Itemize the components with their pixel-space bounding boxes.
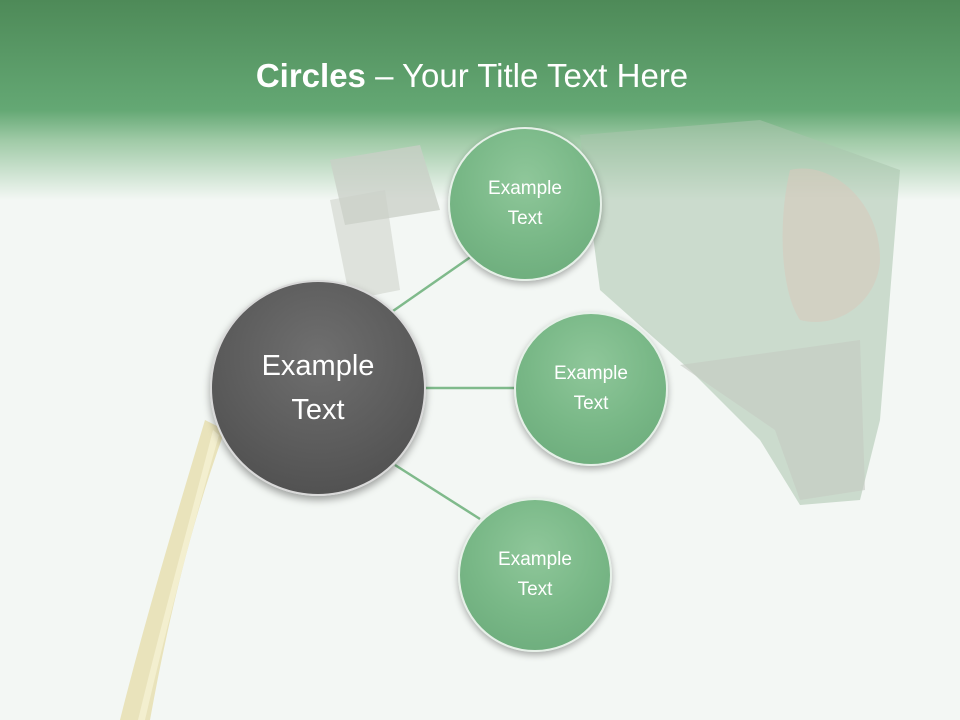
node-circle-bottom-line1: Example [498,549,572,570]
connector-line-bottom [394,463,481,521]
hub-circle-line1: Example [261,350,375,382]
hub-circle-line2: Text [291,394,345,426]
node-circle-middle[interactable]: Example Text [514,312,668,466]
node-circle-top-line2: Text [507,208,543,229]
nozzle-collar [330,145,440,225]
slide-title: Circles – Your Title Text Here [0,52,944,100]
nozzle-trigger [680,340,865,500]
node-circle-middle-line1: Example [554,363,628,384]
node-circle-top-line1: Example [488,178,562,199]
node-circle-bottom[interactable]: Example Text [458,498,612,652]
slide-title-bold: Circles [255,57,366,94]
hand-shape [782,168,880,322]
slide-title-rest: – Your Title Text Here [365,57,689,94]
hub-circle[interactable]: Example Text [210,280,426,496]
node-circle-middle-line2: Text [573,393,609,414]
node-circle-top[interactable]: Example Text [448,127,602,281]
node-circle-bottom-line2: Text [517,579,553,600]
fuel-stream-highlight [138,430,219,720]
connector-line-top [392,254,473,313]
